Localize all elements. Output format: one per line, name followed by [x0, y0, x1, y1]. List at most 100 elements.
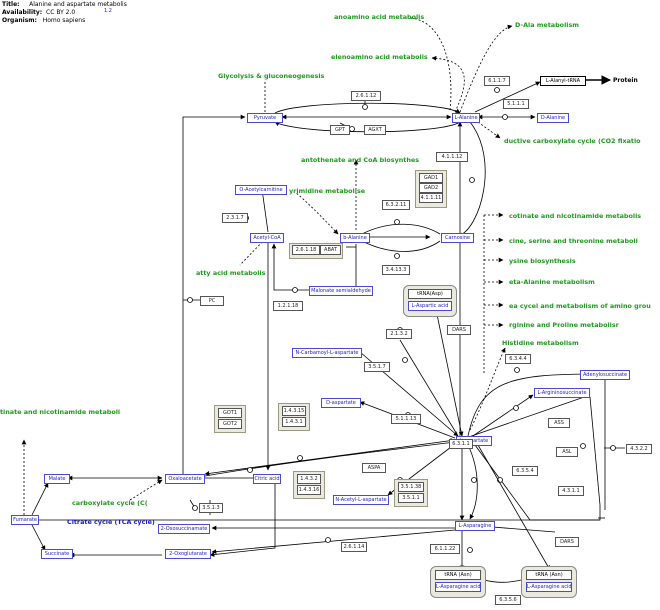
metabolite-fumarate[interactable]: Fumarate — [11, 515, 39, 525]
pathway-fatty-acid[interactable]: atty acid metabolis — [196, 269, 266, 277]
enzyme-1-4-3-2[interactable]: 1.4.3.2 — [297, 474, 321, 484]
pathway-d-ala[interactable]: D-Ala metabolism — [515, 21, 579, 29]
enzyme-6-3-1-1[interactable]: 6.3.1.1 — [449, 439, 473, 449]
enzyme-1-4-3-16[interactable]: 1.4.3.16 — [297, 485, 321, 495]
enzyme-dars-1[interactable]: DARS — [447, 325, 471, 335]
availability-text: CC BY 2.0 — [46, 9, 76, 16]
enzyme-3-5-1-1[interactable]: 3.5.1.1 — [398, 493, 424, 503]
enzyme-group-1-4-3-15: 1.4.3.15 1.4.3.1 — [278, 403, 310, 431]
metabolite-carnosine[interactable]: Carnosine — [441, 233, 474, 243]
metabolite-o-acetylcarnitine[interactable]: O-Acetylcarnitine — [235, 185, 287, 195]
enzyme-2-6-1-12[interactable]: 2.6.1.12 — [351, 91, 381, 101]
enzyme-1-2-1-18[interactable]: 1.2.1.18 — [273, 301, 303, 311]
pathway-pyrimidine[interactable]: yrimidine metabolise — [289, 187, 366, 195]
enzyme-6-3-5-4[interactable]: 6.3.5.4 — [512, 466, 538, 476]
pathway-nicotinate-left[interactable]: tinate and nicotinamide metaboli — [0, 408, 121, 416]
enzyme-abat[interactable]: ABAT — [320, 245, 341, 255]
metabolite-n-acetyl-l-aspartate[interactable]: N-Acetyl-L-aspartate — [333, 495, 389, 505]
metabolite-2-oxoglutarate[interactable]: 2-Oxoglutarate — [165, 549, 211, 559]
metabolite-2-oxosuccinamate[interactable]: 2-Oxosuccinamate — [158, 524, 210, 534]
metabolite-l-asparagine-acid-2[interactable]: L-Asparagine acid — [526, 582, 572, 592]
pathway-histidine[interactable]: Histidine metabolism — [502, 339, 579, 347]
metabolite-citric-acid[interactable]: Citric acid — [253, 474, 281, 484]
metabolite-adenylosuccinate[interactable]: Adenylosuccinate — [580, 370, 630, 380]
enzyme-2-6-1-14[interactable]: 2.6.1.14 — [341, 542, 367, 552]
enzyme-aspa[interactable]: ASPA — [362, 463, 386, 473]
enzyme-2-3-1-7[interactable]: 2.3.1.7 — [222, 213, 248, 223]
enzyme-2-6-1-18[interactable]: 2.6.1.18 — [292, 245, 320, 255]
pathway-reductive-carboxylate[interactable]: ductive carboxylate cycle (CO2 fixatio — [504, 137, 641, 145]
metabolite-oxaloacetate[interactable]: Oxaloacetate — [165, 474, 205, 484]
metabolite-malonate-semialdehyde[interactable]: Malonate semialdehyde — [309, 286, 373, 296]
pathway-arginine[interactable]: rginine and Proline metabolisr — [509, 321, 619, 329]
pathway-pantothenate[interactable]: antothenate and CoA biosynthes — [301, 156, 420, 164]
enzyme-group-abat: 2.6.1.18 ABAT — [289, 243, 343, 259]
enzyme-5-1-1-13[interactable]: 5.1.1.13 — [391, 414, 421, 424]
pathway-urea[interactable]: ea cycel and metabolism of amino grou — [509, 302, 651, 310]
enzyme-agxt[interactable]: AGXT — [364, 125, 386, 135]
metabolite-l-aspartic-acid[interactable]: L-Aspartic acid — [408, 301, 452, 311]
metabolite-n-carbamoyl-l-aspartate[interactable]: N-Carbamoyl-L-aspartate — [292, 348, 362, 358]
enzyme-group-got: GOT1 GOT2 — [214, 405, 246, 433]
enzyme-asl[interactable]: ASL — [556, 447, 578, 457]
edge-arc-top — [274, 102, 461, 114]
metabolite-l-asparagine[interactable]: L-Asparagine — [455, 521, 495, 531]
enzyme-ass[interactable]: ASS — [548, 418, 570, 428]
pathway-reductive-carboxylate-2[interactable]: carboxylate cycle (C( — [72, 499, 148, 507]
enzyme-group-gad: GAD1 GAD2 4.1.1.11 — [415, 170, 447, 208]
enzyme-4-1-1-11[interactable]: 4.1.1.11 — [419, 193, 443, 203]
pathway-tca[interactable]: Citrate cycle (TCA cycle) — [67, 518, 155, 526]
enzyme-2-1-3-2[interactable]: 2.1.3.2 — [386, 329, 412, 339]
pathway-nicotinate-right[interactable]: cotinate and nicotinamide metabolis — [509, 212, 642, 220]
metabolite-pyruvate[interactable]: Pyruvate — [247, 113, 283, 123]
metabolite-l-alanine[interactable]: L-Alanine — [452, 113, 480, 123]
pathway-lysine[interactable]: ysine biosynthesis — [509, 257, 576, 265]
enzyme-6-3-4-4[interactable]: 6.3.4.4 — [505, 354, 531, 364]
pathway-selenoamino[interactable]: elenoamino acid metabolis — [331, 53, 428, 61]
pathway-glycine[interactable]: cine, serine and threonine metaboli — [509, 237, 638, 245]
enzyme-4-1-1-12[interactable]: 4.1.1.12 — [436, 152, 468, 162]
metabolite-d-alanine[interactable]: D-Alanine — [537, 113, 569, 123]
enzyme-4-3-2-2[interactable]: 4.3.2.2 — [626, 444, 652, 454]
enzyme-3-5-1-3[interactable]: 3.5.1.3 — [199, 503, 223, 513]
pathway-beta-alanine[interactable]: eta-Alanine metabolism — [509, 278, 595, 286]
enzyme-gad2[interactable]: GAD2 — [419, 183, 443, 193]
trna-asn-complex-2: tRNA (Asn) L-Asparagine acid — [521, 566, 577, 598]
enzyme-got2[interactable]: GOT2 — [218, 419, 242, 429]
metabolite-l-alanyl-trna[interactable]: L-Alanyl-tRNA — [540, 76, 586, 86]
enzyme-got1[interactable]: GOT1 — [218, 408, 242, 418]
enzyme-3-4-13-3[interactable]: 3.4.13.3 — [382, 265, 410, 275]
pathway-glycolysis[interactable]: Glycolysis & gluconeogenesis — [218, 72, 325, 80]
enzyme-5-1-1-1[interactable]: 5.1.1.1 — [503, 99, 529, 109]
enzyme-6-3-5-6[interactable]: 6.3.5.6 — [495, 595, 521, 605]
metabolite-trna-asn-1[interactable]: tRNA (Asn) — [435, 570, 481, 580]
metabolite-trna-asp[interactable]: tRNA(Asp) — [408, 289, 452, 299]
metabolite-d-aspartate[interactable]: D-aspartate — [321, 398, 361, 408]
enzyme-1-4-3-15[interactable]: 1.4.3.15 — [282, 406, 306, 416]
enzyme-6-1-1-22[interactable]: 6.1.1.22 — [430, 544, 460, 554]
enzyme-3-5-1-38[interactable]: 3.5.1.38 — [398, 482, 424, 492]
enzyme-6-1-1-7[interactable]: 6.1.1.7 — [484, 76, 510, 86]
enzyme-pc[interactable]: PC — [200, 296, 224, 306]
metabolite-trna-asn-2[interactable]: tRNA (Asn) — [526, 570, 572, 580]
organism-text: Homo sapiens — [42, 17, 86, 24]
title-label: Title: — [2, 1, 20, 8]
enzyme-1-4-3-1[interactable]: 1.4.3.1 — [282, 417, 306, 427]
enzyme-gpt[interactable]: GPT — [330, 125, 350, 135]
enzyme-6-3-2-11[interactable]: 6.3.2.11 — [382, 200, 410, 210]
metabolite-acetyl-coa[interactable]: Acetyl-CoA — [250, 233, 284, 243]
metabolite-succinate[interactable]: Succinate — [41, 549, 73, 559]
metabolite-l-asparagine-acid-1[interactable]: L-Asparagine acid — [435, 582, 481, 592]
enzyme-dars-2[interactable]: DARS — [555, 537, 579, 547]
enzyme-4-3-1-1[interactable]: 4.3.1.1 — [558, 486, 584, 496]
metabolite-l-argininosuccinate[interactable]: L-Argininosuccinate — [534, 388, 590, 398]
enzyme-3-5-1-7[interactable]: 3.5.1.7 — [364, 362, 390, 372]
edge-ala-trna — [474, 81, 541, 113]
trna-asp-complex: tRNA(Asp) L-Aspartic acid — [403, 285, 457, 317]
metabolite-b-alanine[interactable]: b-Alanine — [340, 233, 370, 243]
pathway-cyanoamino[interactable]: anoamino acid metabolis — [334, 13, 425, 21]
enzyme-gad1[interactable]: GAD1 — [419, 173, 443, 183]
metabolite-malate[interactable]: Malate — [44, 474, 70, 484]
